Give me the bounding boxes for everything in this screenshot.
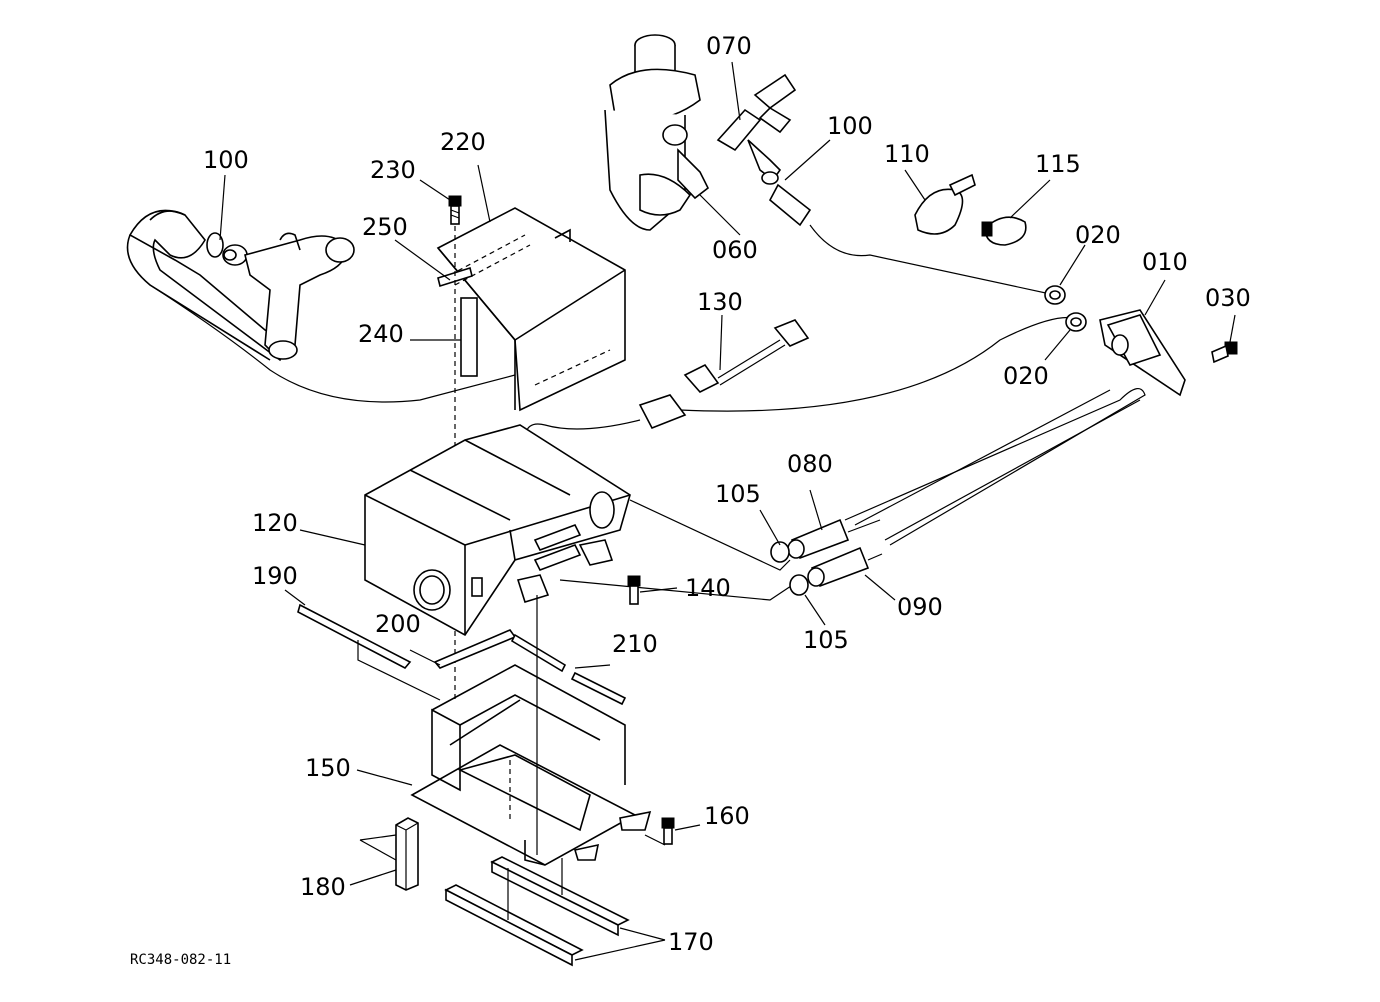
label-010: 010 xyxy=(1142,248,1188,276)
bolt-030 xyxy=(1211,341,1238,364)
label-230: 230 xyxy=(370,156,416,184)
label-070: 070 xyxy=(706,32,752,60)
clamp-115 xyxy=(981,216,1027,246)
reference-code: RC348-082-11 xyxy=(130,952,231,968)
label-190: 190 xyxy=(252,562,298,590)
label-250: 250 xyxy=(362,213,408,241)
label-020-bottom: 020 xyxy=(1003,362,1049,390)
bolt-140 xyxy=(627,575,641,605)
label-200: 200 xyxy=(375,610,421,638)
pipes-080-090 xyxy=(770,518,883,596)
label-150: 150 xyxy=(305,754,351,782)
bolt-160 xyxy=(644,817,675,846)
label-060: 060 xyxy=(712,236,758,264)
plate-010 xyxy=(1099,309,1186,397)
label-120: 120 xyxy=(252,509,298,537)
label-105-top: 105 xyxy=(715,480,761,508)
connector-130 xyxy=(524,319,810,441)
label-100-left: 100 xyxy=(203,146,249,174)
label-030: 030 xyxy=(1205,284,1251,312)
tray-150 xyxy=(410,595,652,866)
hose-lines xyxy=(679,224,1146,546)
block-180 xyxy=(359,817,419,891)
label-140: 140 xyxy=(685,574,731,602)
blocks-170 xyxy=(444,856,630,967)
label-115: 115 xyxy=(1035,150,1081,178)
label-130: 130 xyxy=(697,288,743,316)
water-valve xyxy=(604,34,812,231)
label-210: 210 xyxy=(612,630,658,658)
clamp-110 xyxy=(914,173,976,235)
label-180: 180 xyxy=(300,873,346,901)
strips xyxy=(297,603,627,706)
label-105-bottom: 105 xyxy=(803,626,849,654)
label-080: 080 xyxy=(787,450,833,478)
grommets-020 xyxy=(1044,285,1087,332)
left-hose-assembly xyxy=(126,209,516,403)
label-020-top: 020 xyxy=(1075,221,1121,249)
leader-lines xyxy=(219,61,1236,961)
label-110: 110 xyxy=(884,140,930,168)
label-090: 090 xyxy=(897,593,943,621)
label-100-right: 100 xyxy=(827,112,873,140)
heater-unit-120 xyxy=(364,424,801,637)
part-labels: 010 020 020 030 060 070 080 090 100 100 … xyxy=(203,32,1251,956)
label-240: 240 xyxy=(358,320,404,348)
bolt-230 xyxy=(448,195,462,225)
label-220: 220 xyxy=(440,128,486,156)
label-170: 170 xyxy=(668,928,714,956)
label-160: 160 xyxy=(704,802,750,830)
